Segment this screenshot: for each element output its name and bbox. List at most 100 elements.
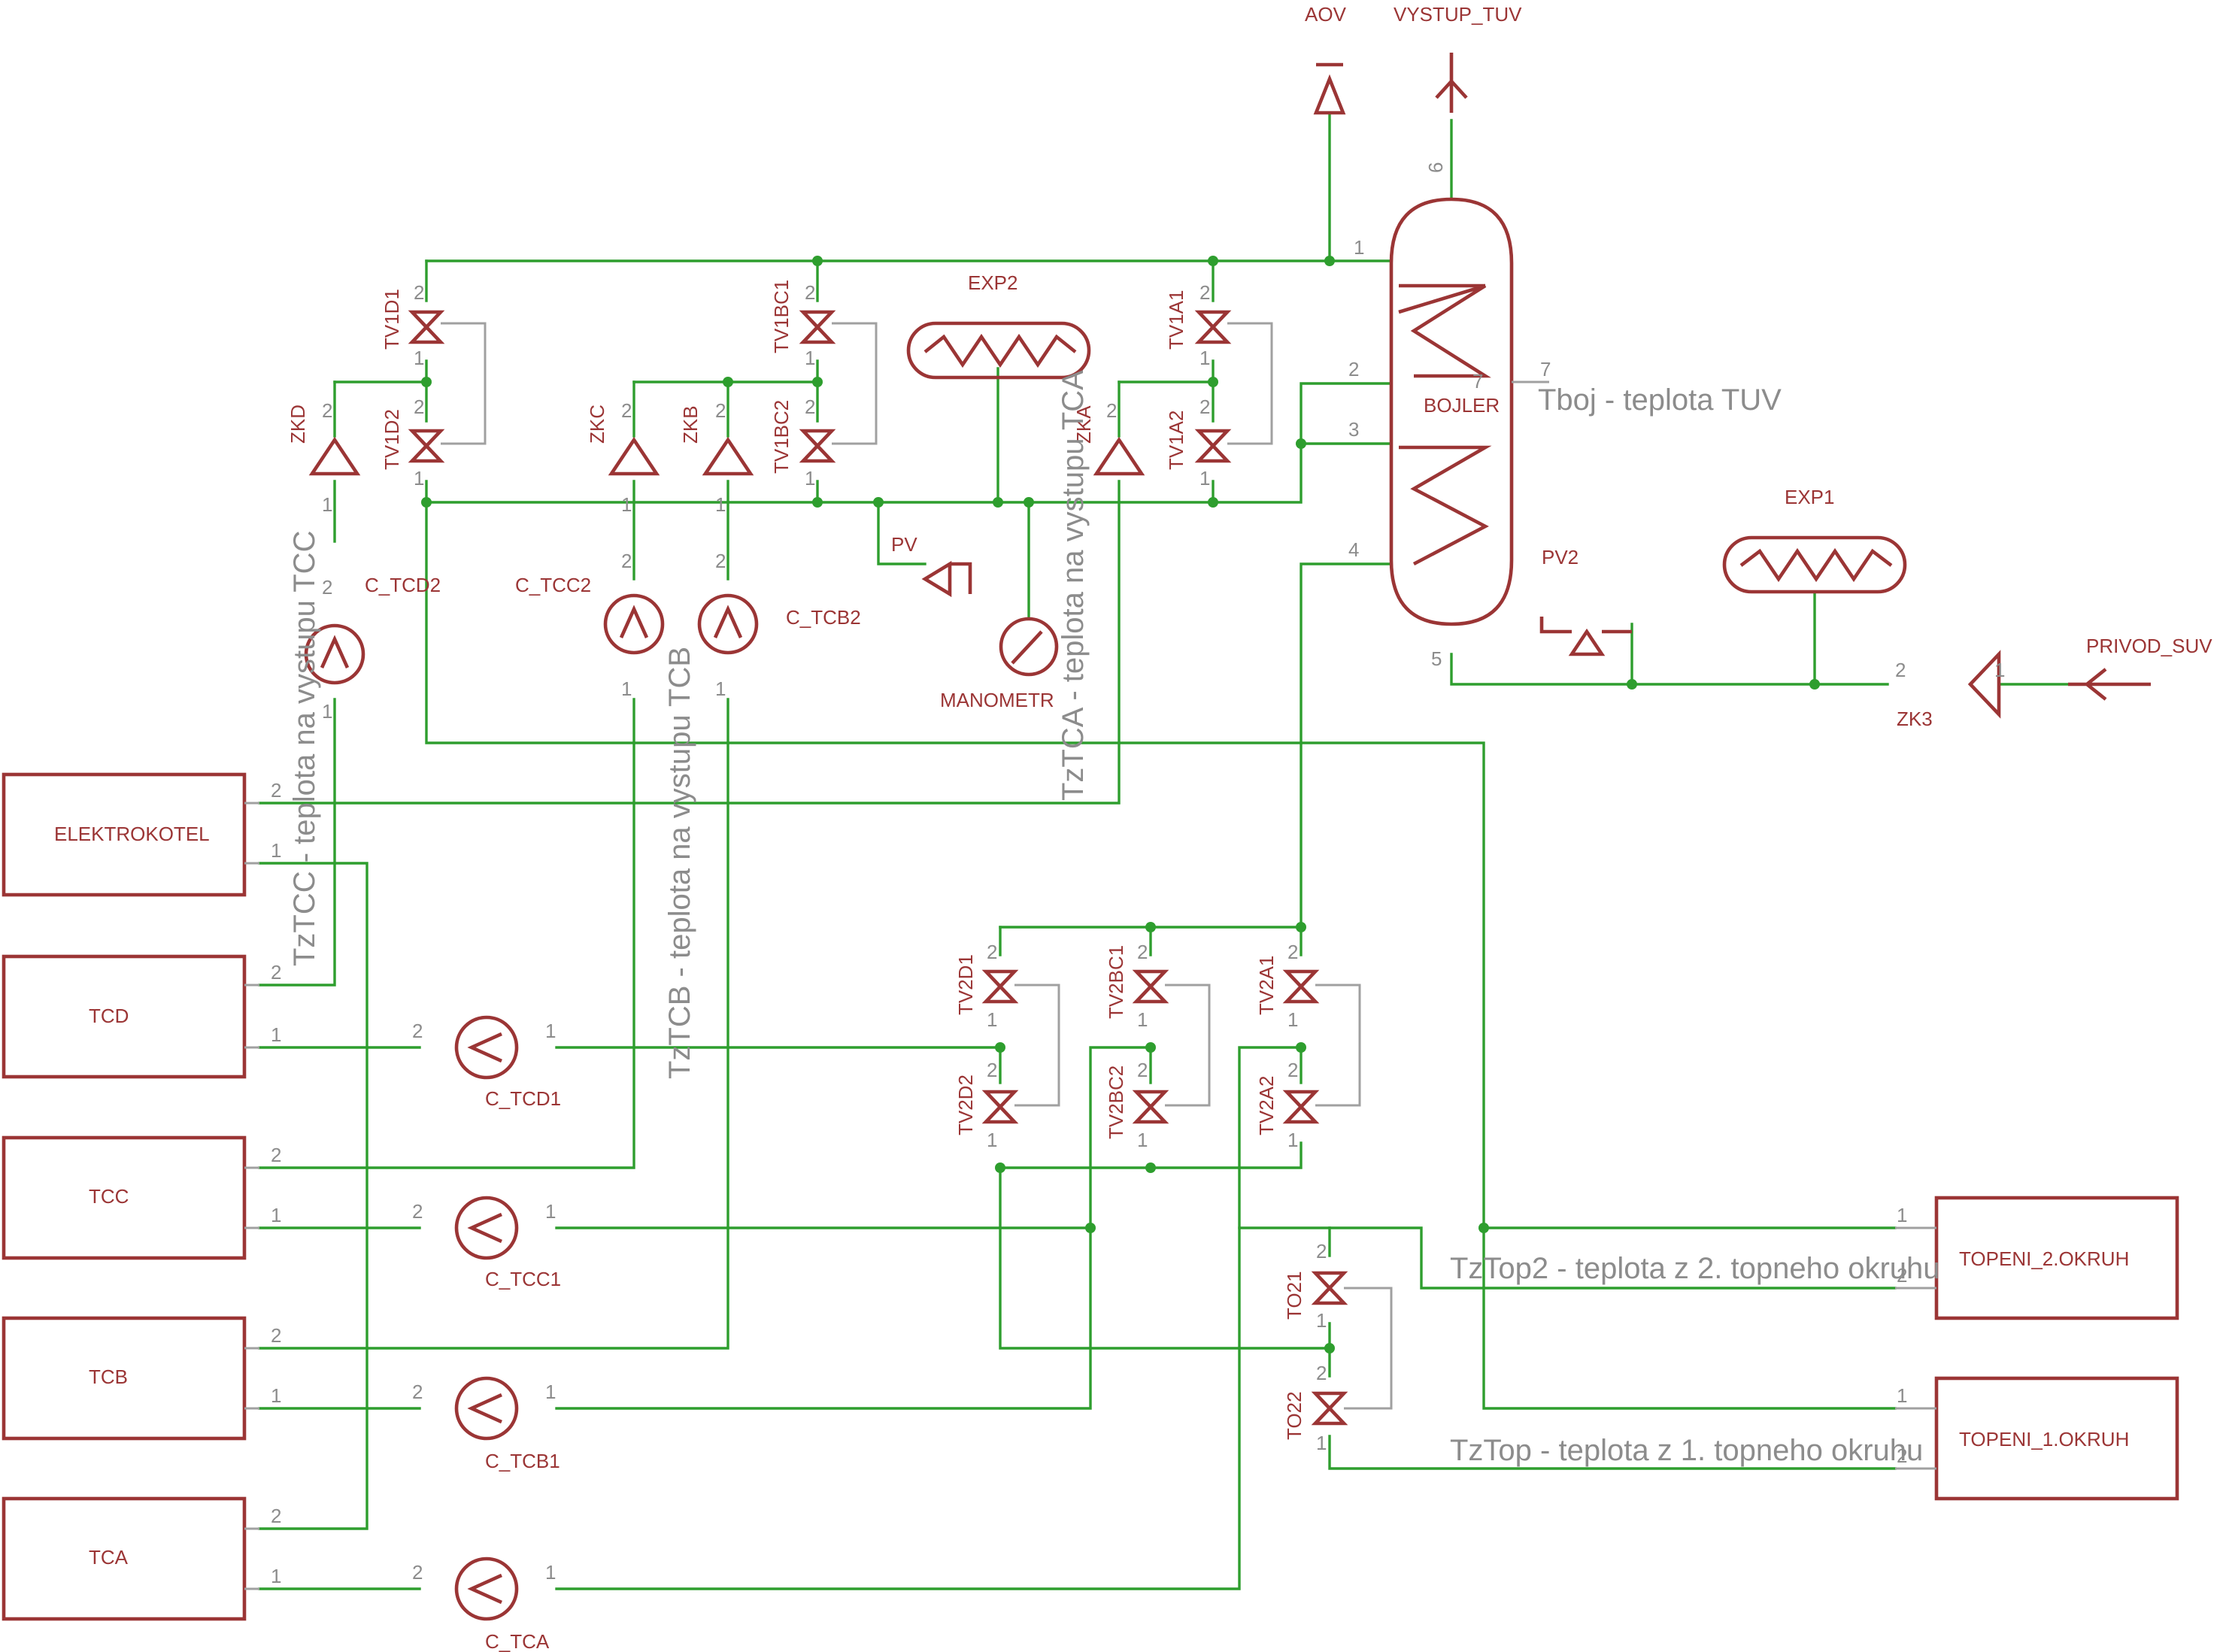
svg-text:2: 2 <box>1199 281 1210 304</box>
svg-text:1: 1 <box>271 1384 281 1407</box>
svg-text:TOPENI_1.OKRUH: TOPENI_1.OKRUH <box>1959 1428 2129 1450</box>
svg-text:TV1BC1: TV1BC1 <box>770 280 793 353</box>
svg-text:2: 2 <box>621 550 632 572</box>
tztcb-annotation: TzTCB - teplota na vystupu TCB <box>663 647 696 1079</box>
pv2-safety-valve: PV2 <box>1539 546 1632 656</box>
svg-text:1: 1 <box>1316 1432 1327 1454</box>
tztop-annotation: TzTop - teplota z 1. topneho okruhu <box>1450 1434 1923 1467</box>
zkc-check-valve: 2 1 ZKC <box>586 399 660 516</box>
bojler-label: BOJLER <box>1424 394 1500 417</box>
svg-text:2: 2 <box>987 941 997 963</box>
svg-text:2: 2 <box>271 1144 281 1166</box>
svg-text:ZKB: ZKB <box>679 405 702 444</box>
zka-check-valve: 2 ZKA <box>1072 399 1145 476</box>
svg-text:1: 1 <box>414 347 424 369</box>
svg-text:1: 1 <box>271 1023 281 1046</box>
zk3-check-valve: 2 1 ZK3 PRIVOD_SUV <box>1895 635 2212 730</box>
svg-text:1: 1 <box>1199 347 1210 369</box>
svg-text:1: 1 <box>805 347 815 369</box>
wires <box>258 111 2070 1590</box>
tv1d-valve-pair: 2 1 2 1 TV1D1 TV1D2 <box>381 281 487 490</box>
svg-text:2: 2 <box>1316 1240 1327 1262</box>
svg-text:2: 2 <box>1106 399 1117 422</box>
tboj-annotation: Tboj - teplota TUV <box>1538 383 1782 417</box>
svg-text:1: 1 <box>987 1008 997 1031</box>
svg-text:TV2A1: TV2A1 <box>1255 956 1278 1016</box>
topeni-1-okruh-box: TOPENI_1.OKRUH 1 2 <box>1895 1376 2179 1501</box>
svg-text:2: 2 <box>1287 1059 1298 1081</box>
svg-text:2: 2 <box>1287 941 1298 963</box>
svg-text:PRIVOD_SUV: PRIVOD_SUV <box>2086 635 2212 657</box>
svg-text:2: 2 <box>805 396 815 418</box>
c-tcd2-pump: 2 1 C_TCD2 <box>304 574 441 723</box>
tcc-box: TCC 2 1 <box>2 1135 281 1260</box>
svg-text:2: 2 <box>715 399 726 422</box>
svg-text:TO21: TO21 <box>1283 1271 1306 1320</box>
svg-text:2: 2 <box>1199 396 1210 418</box>
svg-text:EXP1: EXP1 <box>1785 486 1835 508</box>
tv2d-valve-pair: 2 1 2 1 TV2D1 TV2D2 <box>954 941 1060 1151</box>
svg-text:1: 1 <box>545 1381 556 1403</box>
svg-text:2: 2 <box>322 576 332 599</box>
elektrokotel-box: ELEKTROKOTEL 2 1 <box>2 772 281 897</box>
svg-text:1: 1 <box>271 1204 281 1226</box>
tv2a-valve-pair: 2 1 2 1 TV2A1 TV2A2 <box>1255 941 1361 1151</box>
svg-text:1: 1 <box>545 1020 556 1042</box>
tztca-annotation: TzTCA - teplota na vystupu TCA <box>1057 370 1090 801</box>
svg-text:2: 2 <box>1316 1362 1327 1384</box>
svg-text:1: 1 <box>271 1565 281 1587</box>
svg-text:2: 2 <box>1897 1264 1907 1287</box>
svg-text:1: 1 <box>1287 1008 1298 1031</box>
svg-text:2: 2 <box>412 1381 423 1403</box>
svg-text:1: 1 <box>621 677 632 700</box>
svg-text:1: 1 <box>1316 1309 1327 1332</box>
svg-text:2: 2 <box>271 779 281 802</box>
svg-text:ZKA: ZKA <box>1072 405 1095 444</box>
zkb-check-valve: 2 1 ZKB <box>679 399 754 516</box>
svg-text:TV2BC1: TV2BC1 <box>1105 945 1127 1019</box>
svg-text:7: 7 <box>1472 370 1483 393</box>
svg-text:1: 1 <box>545 1561 556 1584</box>
svg-text:TOPENI_2.OKRUH: TOPENI_2.OKRUH <box>1959 1247 2129 1270</box>
svg-text:C_TCD2: C_TCD2 <box>365 574 441 596</box>
svg-text:EXP2: EXP2 <box>968 271 1018 294</box>
svg-text:C_TCA: C_TCA <box>485 1630 550 1652</box>
svg-text:TCC: TCC <box>89 1185 129 1208</box>
svg-text:2: 2 <box>715 550 726 572</box>
tv1a-valve-pair: 2 1 2 1 TV1A1 TV1A2 <box>1165 281 1273 490</box>
svg-text:C_TCB1: C_TCB1 <box>485 1450 560 1472</box>
tztop2-annotation: TzTop2 - teplota z 2. topneho okruhu <box>1450 1252 1940 1285</box>
svg-text:C_TCB2: C_TCB2 <box>786 606 861 629</box>
svg-text:1: 1 <box>805 467 815 490</box>
bojler-tank: BOJLER 1 2 3 4 5 6 7 7 Tboj - teplota TU… <box>1348 162 1782 670</box>
svg-text:2: 2 <box>1897 1444 1907 1467</box>
c-tcc1-pump: 2 1 C_TCC1 <box>412 1196 561 1290</box>
svg-text:1: 1 <box>1994 659 2005 681</box>
svg-text:1: 1 <box>715 493 726 516</box>
svg-text:5: 5 <box>1431 647 1442 670</box>
svg-text:TV1D1: TV1D1 <box>381 289 403 350</box>
svg-text:PV: PV <box>891 533 917 556</box>
svg-text:MANOMETR: MANOMETR <box>940 689 1054 711</box>
svg-text:1: 1 <box>987 1129 997 1151</box>
svg-text:2: 2 <box>412 1020 423 1042</box>
aov-symbol: AOV <box>1305 3 1347 115</box>
svg-text:ZKD: ZKD <box>287 405 309 444</box>
svg-text:2: 2 <box>987 1059 997 1081</box>
svg-text:1: 1 <box>1354 236 1364 259</box>
svg-text:TCB: TCB <box>89 1366 128 1388</box>
svg-text:C_TCC2: C_TCC2 <box>515 574 591 596</box>
tcd-box: TCD 2 1 <box>2 954 281 1079</box>
svg-text:ELEKTROKOTEL: ELEKTROKOTEL <box>54 823 210 845</box>
svg-text:1: 1 <box>1287 1129 1298 1151</box>
c-tcc2-pump: 2 1 C_TCC2 <box>515 550 665 700</box>
svg-text:TV2D1: TV2D1 <box>954 954 977 1015</box>
svg-text:2: 2 <box>271 1505 281 1527</box>
c-tcd1-pump: 2 1 C_TCD1 <box>412 1015 561 1110</box>
exp1-expansion-vessel: EXP1 <box>1722 486 1907 594</box>
svg-text:4: 4 <box>1348 538 1359 561</box>
pv-safety-valve: PV <box>891 533 972 598</box>
svg-text:1: 1 <box>1897 1204 1907 1226</box>
svg-text:1: 1 <box>322 700 332 723</box>
tcb-box: TCB 2 1 <box>2 1316 281 1441</box>
